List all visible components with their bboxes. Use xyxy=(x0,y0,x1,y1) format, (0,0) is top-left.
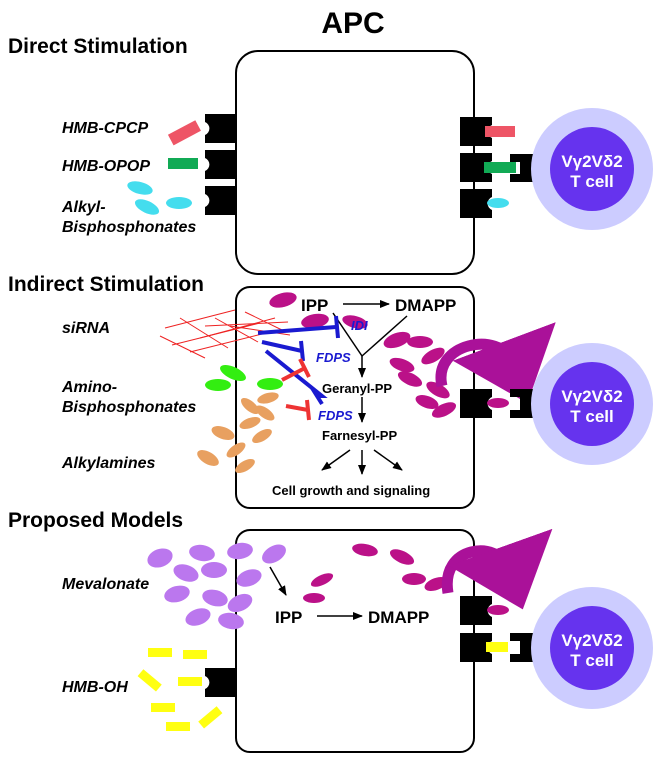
bisphosphonate-inhibition-bars xyxy=(281,358,311,421)
label-amino: Amino- xyxy=(61,379,117,396)
alkyl-bisphosphonate-molecule xyxy=(134,199,160,215)
t-cell-label-line1: Vγ2Vδ2 xyxy=(561,387,622,406)
apc-receptor xyxy=(460,153,492,182)
mevalonate-to-ipp-arrow xyxy=(269,566,287,596)
label-alkylamines: Alkylamines xyxy=(61,455,155,472)
mevalonate-molecules xyxy=(147,542,286,630)
dmapp-label: DMAPP xyxy=(368,608,429,627)
indirect-stimulation-heading: Indirect Stimulation xyxy=(8,273,204,296)
t-cell-label-line1: Vγ2Vδ2 xyxy=(561,152,622,171)
farnesyl-pp-label: Farnesyl-PP xyxy=(322,428,397,443)
direct-stimulation-panel: Direct Stimulation HMB-CPCP HMB-OPOP Alk… xyxy=(8,35,653,275)
label-hmb-oh: HMB-OH xyxy=(62,679,128,696)
apc-cell-direct xyxy=(235,50,475,275)
apc-receptor xyxy=(205,150,237,179)
amino-bisphosphonate-molecule xyxy=(220,364,246,382)
sirna-inhibition-bars xyxy=(257,315,340,406)
label-hmb-opop: HMB-OPOP xyxy=(62,158,150,175)
proposed-models-heading: Proposed Models xyxy=(8,509,183,532)
apc-receptor xyxy=(460,633,492,662)
idi-enzyme-label: IDI xyxy=(351,318,368,333)
ipp-dmapp-molecules xyxy=(269,292,457,418)
alkyl-bisphosphonate-bound xyxy=(487,198,509,208)
cell-growth-label: Cell growth and signaling xyxy=(272,483,430,498)
ipp-label: IPP xyxy=(275,608,302,627)
alkylamine-molecules xyxy=(197,392,279,473)
apc-receptor xyxy=(460,117,492,146)
t-cell-label-line2: T cell xyxy=(570,172,613,191)
label-bisphosphonates: Bisphosphonates xyxy=(62,219,196,236)
apc-receptor xyxy=(460,189,492,218)
apc-receptor xyxy=(205,114,237,143)
hmb-opop-bound xyxy=(484,162,516,173)
apc-title: APC xyxy=(321,7,384,40)
pathway-arrow xyxy=(373,449,403,471)
apc-receptor xyxy=(460,389,492,418)
t-cell-nucleus xyxy=(550,606,634,690)
fdps-enzyme-label-1: FDPS xyxy=(316,350,351,365)
fdps-enzyme-label-2: FDPS xyxy=(318,408,353,423)
label-mevalonate: Mevalonate xyxy=(62,576,149,593)
hmb-cpcp-bound xyxy=(485,126,515,137)
apc-cell-proposed xyxy=(235,529,475,753)
ipp-bound xyxy=(487,605,509,615)
ipp-bound xyxy=(487,398,509,408)
indirect-stimulation-panel: Indirect Stimulation siRNA Amino- Bispho… xyxy=(8,273,653,509)
label-sirna: siRNA xyxy=(62,320,110,337)
geranyl-pp-label: Geranyl-PP xyxy=(322,381,392,396)
alkyl-bisphosphonate-molecule xyxy=(127,181,153,195)
t-cell-nucleus xyxy=(550,362,634,446)
sirna-strands xyxy=(159,309,291,359)
hmb-opop-molecule xyxy=(168,158,198,169)
label-amino-bisphosphonates: Bisphosphonates xyxy=(62,399,196,416)
amino-bisphosphonate-molecule xyxy=(257,378,283,390)
dmapp-label: DMAPP xyxy=(395,296,456,315)
pathway-arrow xyxy=(321,449,351,471)
label-hmb-cpcp: HMB-CPCP xyxy=(62,120,149,137)
presentation-arrow xyxy=(435,322,556,404)
apc-receptor xyxy=(460,596,492,625)
amino-bisphosphonate-molecule xyxy=(205,379,231,391)
hmb-oh-bound xyxy=(486,642,508,652)
ipp-label: IPP xyxy=(301,296,328,315)
presentation-arrow xyxy=(441,528,553,610)
direct-stimulation-heading: Direct Stimulation xyxy=(8,35,188,58)
t-cell-label-line1: Vγ2Vδ2 xyxy=(561,631,622,650)
t-cell-label-line2: T cell xyxy=(570,407,613,426)
pathway-line xyxy=(361,315,408,357)
t-cell-nucleus xyxy=(550,127,634,211)
apc-receptor xyxy=(205,186,237,215)
label-alkyl: Alkyl- xyxy=(61,199,106,216)
proposed-models-panel: Proposed Models Mevalonate HMB-OH IPP DM… xyxy=(8,509,653,753)
ipp-dmapp-molecules xyxy=(303,543,448,603)
hmb-cpcp-molecule xyxy=(167,120,201,146)
hmb-oh-molecules xyxy=(137,648,223,731)
apc-receptor xyxy=(205,668,237,697)
alkyl-bisphosphonate-molecule xyxy=(166,197,192,209)
t-cell-label-line2: T cell xyxy=(570,651,613,670)
